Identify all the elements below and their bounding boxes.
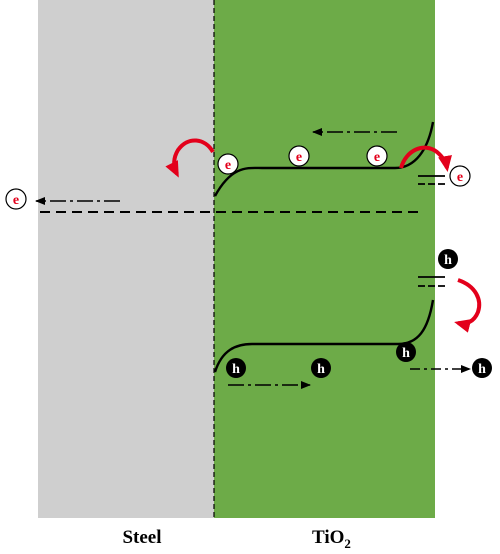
- svg-text:e: e: [296, 150, 302, 165]
- hole-vb-surface: h: [396, 342, 416, 362]
- svg-text:h: h: [232, 362, 240, 377]
- svg-text:h: h: [444, 253, 452, 268]
- red-curved-arrow-surface-hole: [454, 278, 482, 333]
- electron-steel: e: [5, 188, 27, 210]
- svg-text:e: e: [374, 150, 380, 165]
- electron-interface: e: [217, 153, 239, 175]
- electron-cb-2: e: [366, 145, 388, 167]
- svg-text:e: e: [13, 193, 19, 208]
- steel-label: Steel: [122, 527, 161, 548]
- tio2-label-subscript: 2: [344, 536, 351, 551]
- red-curved-arrow-interface: [165, 138, 215, 178]
- svg-text:h: h: [402, 346, 410, 361]
- svg-text:h: h: [317, 362, 325, 377]
- tio2-label-main: TiO: [312, 527, 344, 548]
- hole-vb-interface: h: [226, 358, 246, 378]
- tio2-region: [214, 0, 435, 518]
- hole-vb-middle: h: [311, 358, 331, 378]
- steel-region: [38, 0, 214, 518]
- electron-cb-1: e: [288, 145, 310, 167]
- svg-text:e: e: [225, 158, 231, 173]
- valence-band: [213, 299, 435, 373]
- electron-surface: e: [449, 165, 471, 187]
- surface-states-upper: [418, 175, 445, 185]
- hole-surface-state: h: [438, 249, 458, 269]
- svg-text:e: e: [457, 170, 463, 185]
- red-curved-arrow-surface-electron: [399, 145, 452, 172]
- tio2-label: TiO2: [312, 527, 351, 551]
- svg-text:h: h: [478, 362, 486, 377]
- hole-transferred: h: [472, 358, 492, 378]
- surface-states-lower: [418, 276, 445, 287]
- conduction-band: [213, 121, 435, 197]
